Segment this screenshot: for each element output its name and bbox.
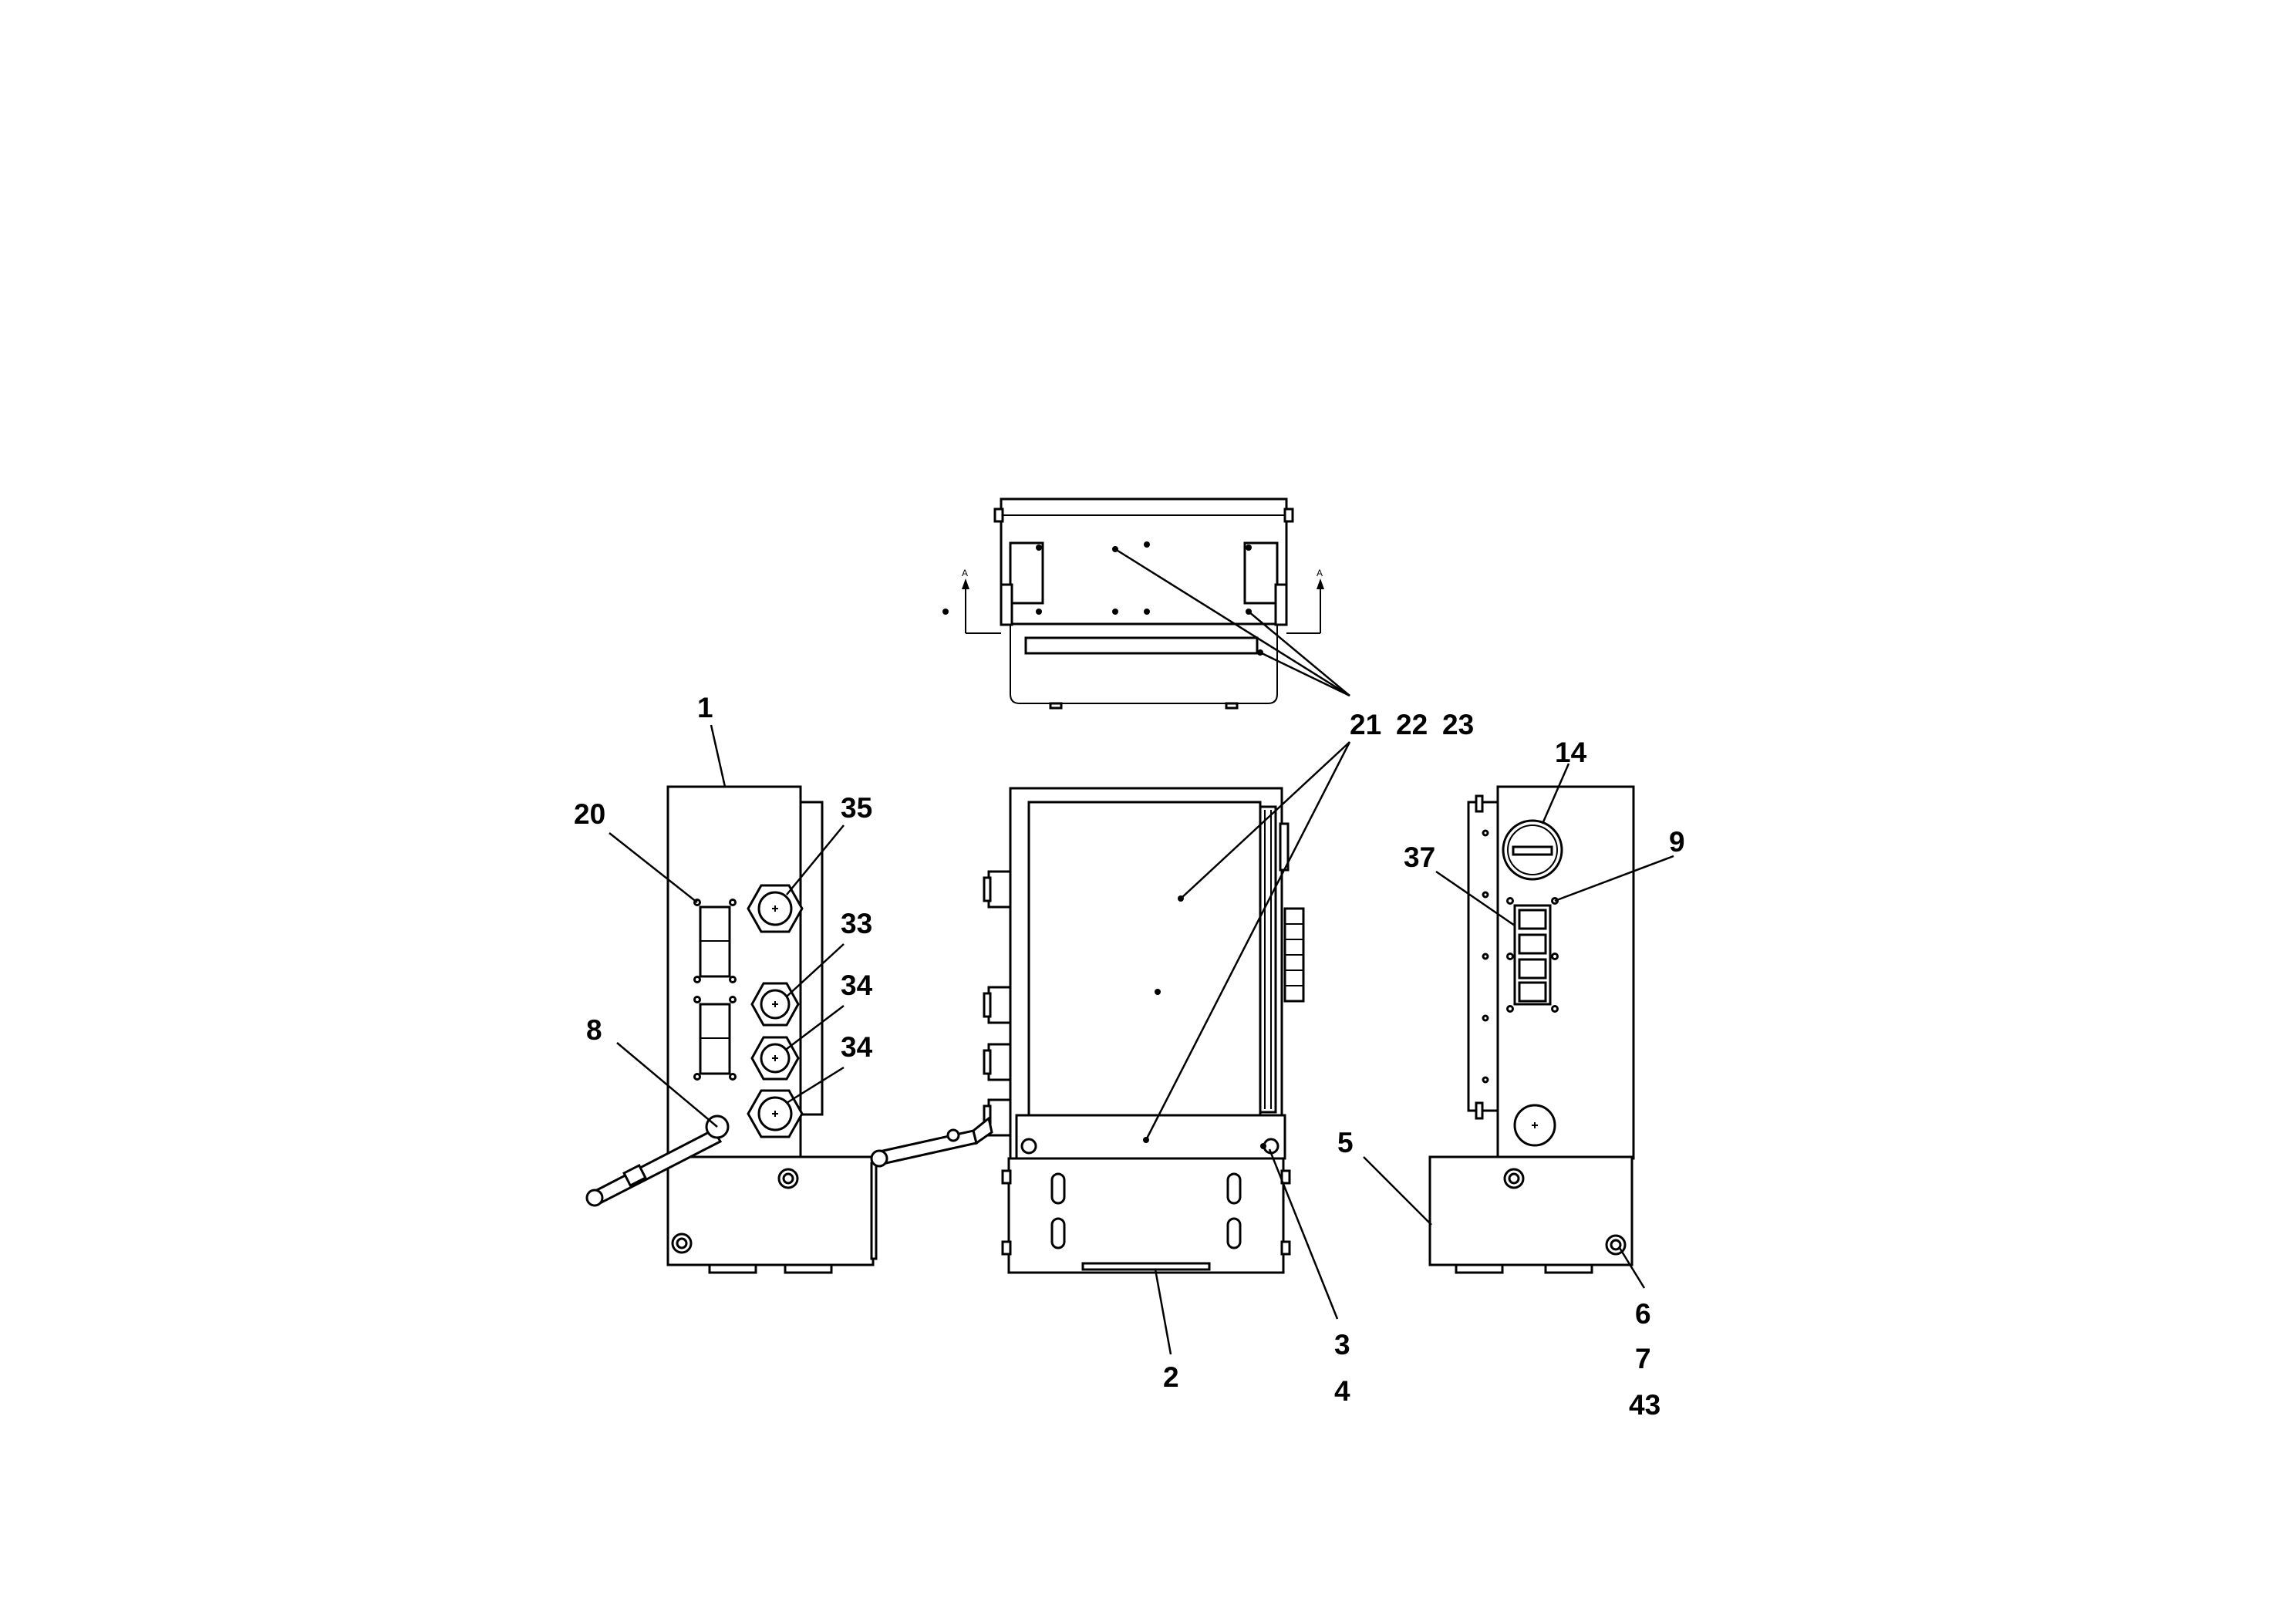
callout-labels: 1 20 35 33 34 34 8 21 22 23 14 9 37 5 2 …	[574, 692, 1685, 1421]
left-view	[585, 785, 878, 1274]
hex-connector-35	[747, 884, 804, 933]
callout-3: 3	[1334, 1329, 1350, 1361]
front-view	[870, 787, 1305, 1274]
callout-4: 4	[1334, 1375, 1350, 1407]
handle-8	[585, 1114, 730, 1207]
section-marker-right: A	[1317, 568, 1323, 578]
top-view: A A	[942, 497, 1324, 710]
callout-33: 33	[841, 908, 872, 939]
callout-1: 1	[697, 692, 713, 723]
meter-14	[1502, 819, 1563, 881]
callout-34-lower: 34	[841, 1031, 873, 1063]
right-view	[1428, 785, 1635, 1274]
hex-connector-34a	[750, 1036, 800, 1081]
section-marker-left: A	[962, 568, 968, 578]
callout-43: 43	[1629, 1389, 1660, 1421]
outlet-block-37	[1506, 897, 1559, 1013]
callout-34-upper: 34	[841, 969, 873, 1001]
callout-23: 23	[1442, 709, 1474, 740]
callout-9: 9	[1669, 826, 1685, 858]
callout-2: 2	[1163, 1361, 1179, 1393]
hex-connector-33	[750, 982, 800, 1027]
callout-20: 20	[574, 798, 605, 830]
callout-6: 6	[1635, 1298, 1651, 1330]
callout-22: 22	[1396, 709, 1428, 740]
callout-8: 8	[586, 1014, 602, 1046]
callout-14: 14	[1555, 737, 1587, 768]
callout-7: 7	[1635, 1343, 1651, 1374]
callout-35: 35	[841, 792, 872, 824]
leader-lines	[609, 548, 1674, 1355]
callout-21: 21	[1350, 709, 1381, 740]
callout-37: 37	[1404, 841, 1435, 873]
callout-5: 5	[1337, 1127, 1354, 1158]
